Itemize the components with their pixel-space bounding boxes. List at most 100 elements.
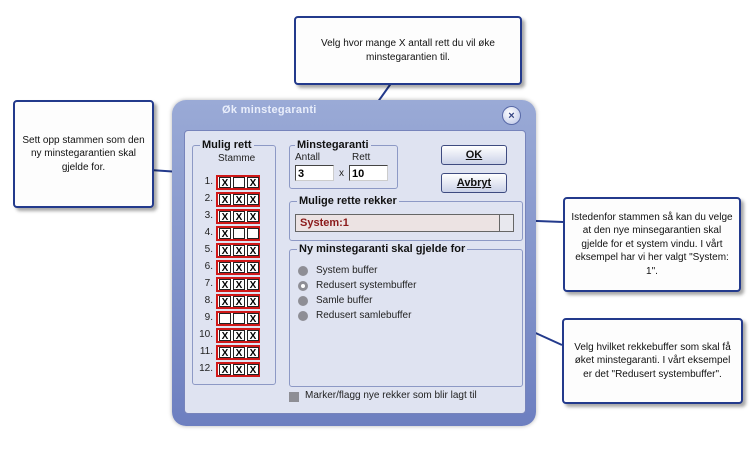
row-number: 10. (199, 329, 213, 340)
stamme-cell[interactable]: X (247, 330, 259, 342)
title-bar[interactable]: Øk minstegaranti × (172, 100, 536, 126)
stamme-cell[interactable]: X (247, 347, 259, 359)
stamme-cell[interactable]: X (233, 194, 245, 206)
stamme-cell[interactable]: X (233, 211, 245, 223)
stamme-cell[interactable]: X (233, 330, 245, 342)
stamme-cell[interactable]: X (233, 347, 245, 359)
stamme-cell[interactable]: X (219, 211, 231, 223)
row-number: 12. (199, 363, 213, 374)
callout-rekkebuffer: Velg hvilket rekkebuffer som skal få øke… (562, 318, 743, 404)
radio-selected-icon[interactable] (298, 281, 308, 291)
close-button[interactable]: × (502, 106, 521, 125)
avbryt-button[interactable]: Avbryt (441, 173, 507, 193)
stamme-cell[interactable]: X (219, 330, 231, 342)
mulige-rekker-group: Mulige rette rekker System:1 (289, 195, 523, 241)
callout-text: Velg hvor mange X antall rett du vil øke… (321, 38, 495, 63)
row-number: 1. (204, 176, 213, 187)
callout-stamme: Sett opp stammen som den ny minstegarant… (13, 100, 154, 208)
radio-unselected-icon[interactable] (298, 311, 308, 321)
stamme-cell[interactable]: X (219, 245, 231, 257)
marker-flagg-label: Marker/flagg nye rekker som blir lagt ti… (305, 390, 477, 401)
radio-unselected-icon[interactable] (298, 266, 308, 276)
stamme-cell[interactable]: X (247, 194, 259, 206)
stamme-row: X (216, 226, 260, 241)
stamme-cell[interactable]: X (219, 279, 231, 291)
callout-text: Istedenfor stammen så kan du velge at de… (571, 211, 733, 277)
ok-minstegaranti-dialog: Øk minstegaranti × Mulig rett Stamme 1.X… (172, 100, 536, 426)
system-select-dropdown-button[interactable] (499, 214, 514, 232)
ny-minstegaranti-group: Ny minstegaranti skal gjelde for System … (289, 243, 523, 387)
marker-flagg-checkbox[interactable] (289, 392, 299, 402)
buffer-radio-label: Redusert systembuffer (316, 280, 417, 291)
dialog-title: Øk minstegaranti (222, 104, 317, 116)
stamme-cell[interactable]: X (247, 211, 259, 223)
stamme-cell[interactable]: X (219, 262, 231, 274)
marker-flagg-checkbox-row[interactable]: Marker/flagg nye rekker som blir lagt ti… (289, 389, 521, 405)
antall-input[interactable]: 3 (295, 165, 334, 181)
stamme-cell[interactable]: X (247, 296, 259, 308)
close-icon: × (508, 109, 515, 122)
stamme-cell[interactable]: X (219, 296, 231, 308)
stamme-cell[interactable]: X (233, 364, 245, 376)
stamme-cell[interactable]: X (219, 228, 231, 240)
stamme-cell[interactable]: X (247, 177, 259, 189)
stamme-cell[interactable] (219, 313, 231, 324)
stamme-cell[interactable]: X (247, 279, 259, 291)
stamme-cell[interactable]: X (219, 347, 231, 359)
row-number: 2. (204, 193, 213, 204)
system-select[interactable]: System:1 (295, 214, 500, 232)
row-number: 9. (204, 312, 213, 323)
stamme-cell[interactable]: X (233, 296, 245, 308)
stamme-cell[interactable]: X (219, 194, 231, 206)
row-number: 4. (204, 227, 213, 238)
stamme-cell[interactable]: X (219, 177, 231, 189)
stamme-cell[interactable]: X (247, 313, 259, 325)
mulige-rekker-legend: Mulige rette rekker (297, 195, 399, 207)
stamme-cell[interactable]: X (233, 245, 245, 257)
row-number: 5. (204, 244, 213, 255)
minstegaranti-group: Minstegaranti Antall Rett 3 x 10 (289, 139, 398, 189)
ny-minstegaranti-legend: Ny minstegaranti skal gjelde for (297, 243, 468, 255)
callout-antall-rett: Velg hvor mange X antall rett du vil øke… (294, 16, 522, 85)
stamme-cell[interactable]: X (219, 364, 231, 376)
stamme-cell[interactable] (233, 313, 245, 324)
times-sign: x (339, 168, 344, 179)
stamme-cell[interactable]: X (247, 245, 259, 257)
radio-unselected-icon[interactable] (298, 296, 308, 306)
stamme-cell[interactable]: X (247, 262, 259, 274)
row-number: 7. (204, 278, 213, 289)
buffer-radio-label: Redusert samlebuffer (316, 310, 412, 321)
callout-text: Velg hvilket rekkebuffer som skal få øke… (574, 341, 731, 380)
minstegaranti-legend: Minstegaranti (295, 139, 371, 151)
buffer-radio-label: System buffer (316, 265, 378, 276)
stamme-label: Stamme (218, 153, 256, 164)
row-number: 8. (204, 295, 213, 306)
row-number: 6. (204, 261, 213, 272)
mulig-rett-legend: Mulig rett (200, 139, 254, 151)
stamme-cell[interactable]: X (247, 364, 259, 376)
stamme-cell[interactable] (233, 228, 245, 239)
row-number: 3. (204, 210, 213, 221)
stamme-cell[interactable] (247, 228, 259, 239)
stamme-cell[interactable]: X (233, 262, 245, 274)
antall-label: Antall (295, 152, 321, 163)
stamme-cell[interactable] (233, 177, 245, 188)
row-number: 11. (199, 346, 213, 357)
stamme-cell[interactable]: X (233, 279, 245, 291)
buffer-radio-label: Samle buffer (316, 295, 373, 306)
ok-button[interactable]: OK (441, 145, 507, 165)
rett-input[interactable]: 10 (349, 165, 388, 181)
stamme-row: X (216, 311, 260, 326)
callout-system: Istedenfor stammen så kan du velge at de… (563, 197, 741, 292)
